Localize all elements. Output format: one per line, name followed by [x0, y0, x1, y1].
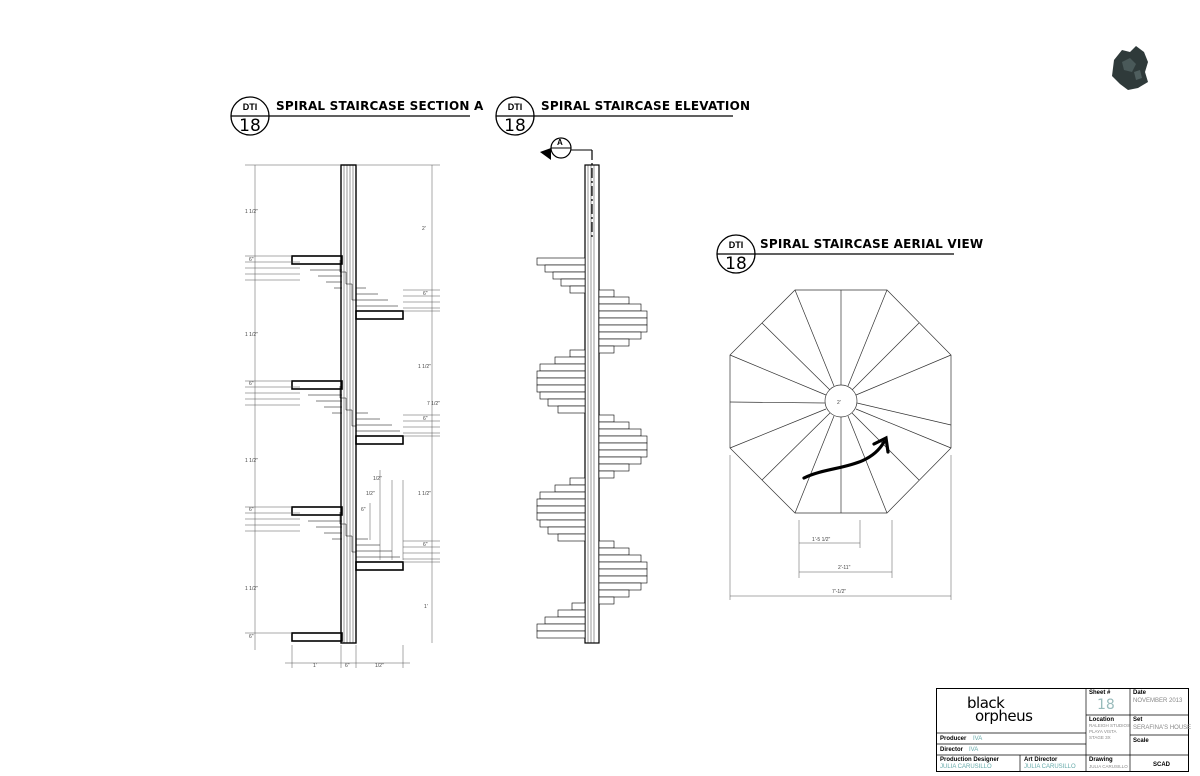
dim-label: 6": [423, 542, 428, 548]
drawing-label: Drawing: [1089, 757, 1113, 763]
direction-arrow-icon: [802, 435, 890, 480]
dim-label: 1/2": [375, 663, 384, 669]
dim-label: 1': [313, 663, 317, 669]
dim-label: 1 1/2": [418, 364, 431, 370]
view-title-aerial: DTI 18 SPIRAL STAIRCASE AERIAL VIEW: [714, 234, 983, 276]
title-block: black orpheus Sheet # 18 Date NOVEMBER 2…: [936, 688, 1192, 772]
date-label: Date: [1133, 690, 1147, 696]
logo-line2: orpheus: [975, 707, 1033, 725]
dim-label: 6": [249, 257, 254, 263]
dti-tag: DTI: [728, 240, 744, 250]
section-marker-icon: [540, 137, 593, 240]
dim-label: 1'-5 1/2": [812, 537, 831, 543]
art-director-value: JULIA CARUSILLO: [1024, 764, 1076, 770]
stone-logo-icon: [1112, 46, 1148, 90]
director-value: IVA: [969, 747, 979, 753]
dim-label: 6": [345, 663, 350, 669]
dim-label: 1 1/2": [418, 491, 431, 497]
dim-label: 7'-1/2": [832, 589, 846, 595]
dti-number: 18: [725, 254, 747, 274]
dim-label: 6": [249, 507, 254, 513]
location-line: RALEIGH STUDIOS: [1089, 723, 1131, 728]
dti-tag: DTI: [242, 102, 258, 112]
dti-callout-icon: [230, 96, 470, 136]
section-marker-label: A: [557, 138, 563, 147]
dim-label: 6": [361, 507, 366, 513]
sheet-value: 18: [1097, 697, 1115, 713]
location-line: STAGE 3X: [1089, 735, 1111, 740]
view-title-section: DTI 18 SPIRAL STAIRCASE SECTION A: [228, 96, 483, 138]
dim-label: 2'-11": [838, 565, 851, 571]
aerial-view-drawing: 2' 1'-5 1/2" 2'-11" 7'-1/2": [729, 289, 952, 600]
location-label: Location: [1089, 717, 1114, 723]
dti-callout-icon: [495, 96, 733, 136]
school-label: SCAD: [1153, 762, 1171, 768]
dim-label: 1': [424, 604, 428, 610]
dim-label: 1 1/2": [245, 586, 258, 592]
view-title-elevation: DTI 18 SPIRAL STAIRCASE ELEVATION: [493, 96, 750, 138]
production-designer-value: JULIA CARUSILLO: [940, 764, 992, 770]
title-block-grid: [936, 688, 1189, 772]
producer-value: IVA: [973, 736, 983, 742]
location-line: PLAYA VISTA: [1089, 729, 1117, 734]
dti-number: 18: [504, 116, 526, 136]
elevation-drawing: A: [536, 137, 648, 644]
sheet-label: Sheet #: [1089, 690, 1111, 696]
art-director-label: Art Director: [1024, 757, 1058, 763]
dim-label: 1 1/2": [245, 458, 258, 464]
dti-tag: DTI: [507, 102, 523, 112]
view-title: SPIRAL STAIRCASE SECTION A: [276, 99, 484, 113]
drawing-value: JULIA CARUSILLO: [1089, 764, 1128, 769]
dim-label: 7 1/2": [427, 401, 440, 407]
dim-label: 2': [422, 226, 426, 232]
section-drawing: 1 1/2" 1 1/2" 1 1/2" 1 1/2" 2' 1 1/2" 7 …: [245, 164, 440, 669]
director-label: Director: [940, 747, 964, 753]
dim-label: 1/2": [366, 491, 375, 497]
dim-label: 1/2": [373, 476, 382, 482]
dim-label: 6": [423, 416, 428, 422]
production-designer-label: Production Designer: [940, 757, 1000, 763]
set-value: SERAFINA'S HOUSE: [1133, 725, 1192, 731]
logo-line1: black: [967, 694, 1005, 712]
dim-label: 6": [249, 634, 254, 640]
dim-label: 6": [249, 381, 254, 387]
view-title: SPIRAL STAIRCASE ELEVATION: [541, 99, 751, 113]
dim-label: 2': [837, 400, 841, 406]
dim-label: 1 1/2": [245, 332, 258, 338]
producer-label: Producer: [940, 736, 967, 742]
dti-callout-icon: [716, 234, 954, 274]
show-logo: black orpheus: [967, 694, 1033, 725]
scale-label: Scale: [1133, 738, 1149, 744]
dim-label: 6": [423, 291, 428, 297]
view-title: SPIRAL STAIRCASE AERIAL VIEW: [760, 237, 984, 251]
set-label: Set: [1133, 717, 1143, 723]
date-value: NOVEMBER 2013: [1133, 698, 1183, 704]
dti-number: 18: [239, 116, 261, 136]
dim-label: 1 1/2": [245, 209, 258, 215]
